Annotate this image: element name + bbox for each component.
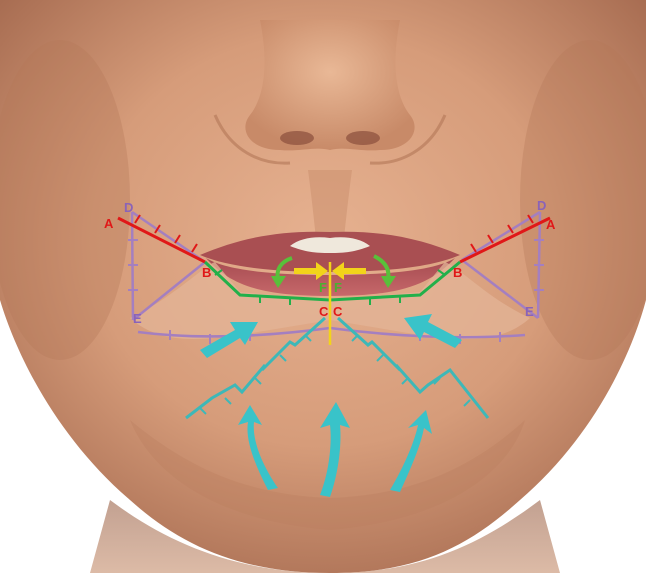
label-f-right: F	[334, 280, 342, 295]
label-c-right: C	[333, 304, 343, 319]
label-c-left: C	[319, 304, 329, 319]
label-e-right: E	[525, 304, 534, 319]
label-a-left: A	[104, 216, 114, 231]
label-a-right: A	[546, 217, 556, 232]
label-f-left: F	[319, 280, 327, 295]
label-b-left: B	[202, 265, 211, 280]
label-b-right: B	[453, 265, 462, 280]
label-d-left: D	[124, 200, 133, 215]
label-e-left: E	[133, 311, 142, 326]
label-d-right: D	[537, 198, 546, 213]
